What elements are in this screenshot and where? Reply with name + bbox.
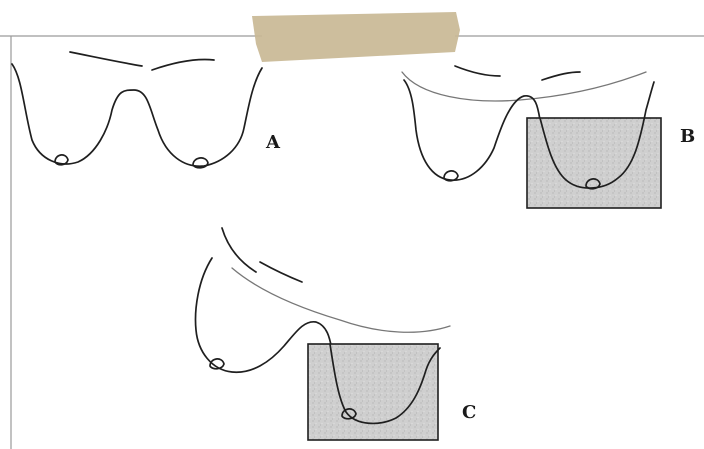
panel-a-label: A [265, 132, 281, 153]
panel-c-label: C [462, 402, 476, 423]
tape-strip [252, 12, 460, 62]
panel-a-drawing [12, 52, 262, 168]
panel-b-label: B [680, 126, 695, 147]
